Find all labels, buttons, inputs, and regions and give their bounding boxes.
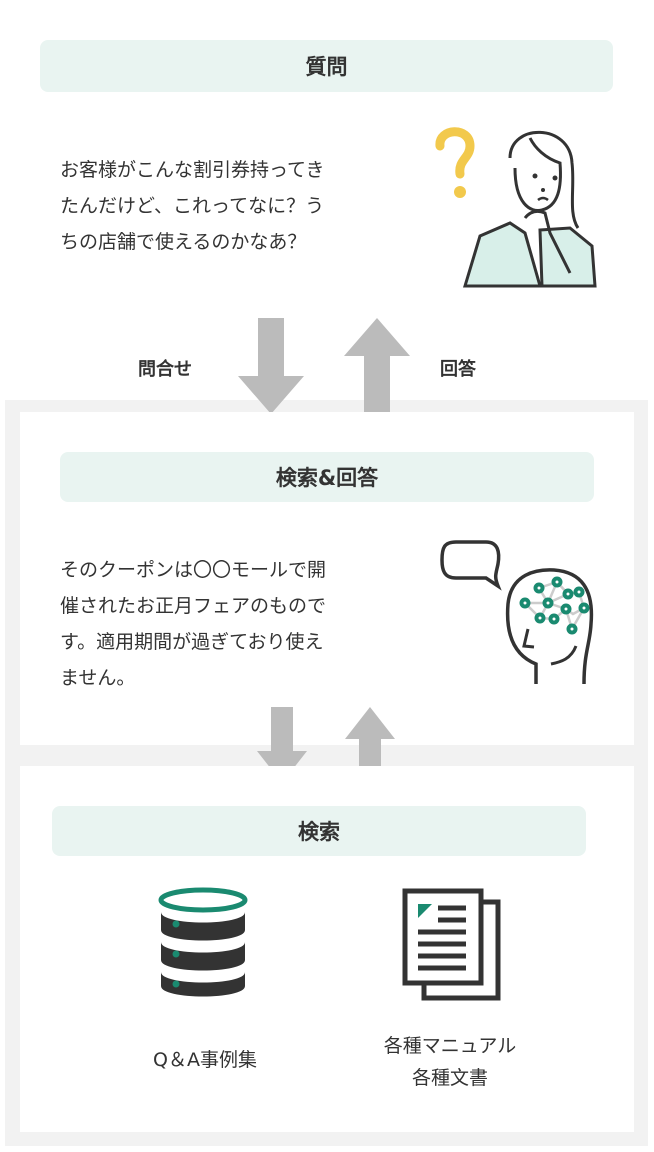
confused-woman-illustration [435,127,597,288]
down-arrow-icon [257,707,307,783]
qa-source-label: Q＆A事例集 [100,1044,310,1076]
manual-label: 各種マニュアル [383,1035,517,1057]
inquiry-label: 問合せ [138,359,192,380]
down-arrow-icon [238,318,304,414]
search-answer-title: 検索&回答 [275,466,379,490]
database-icon [158,887,248,997]
ai-head-illustration [440,540,594,685]
question-line: お客様がこんな割引券持ってき [60,159,325,181]
answer-line: 催されたお正月フェアのもので [60,595,327,617]
documents-label: 各種文書 [411,1067,488,1089]
question-title: 質問 [305,55,348,79]
up-arrow-icon [344,318,410,414]
answer-line: そのクーポンは〇〇モールで開 [60,559,327,581]
search-answer-header: 検索&回答 [60,452,594,502]
answer-line: ません。 [60,667,136,689]
question-line: ちの店舗で使えるのかなあ？ [60,231,307,253]
answer-label: 回答 [440,359,476,380]
up-arrow-icon [345,707,395,783]
search-header: 検索 [52,806,586,856]
question-line: たんだけど、これってなに？う [60,195,325,217]
qa-label: Q＆A事例集 [153,1049,257,1071]
manual-source-label: 各種マニュアル 各種文書 [345,1030,555,1094]
question-text: お客様がこんな割引券持ってき たんだけど、これってなに？う ちの店舗で使えるのか… [60,152,324,260]
answer-text: そのクーポンは〇〇モールで開 催されたお正月フェアのもので す。適用期間が過ぎて… [60,552,326,696]
search-title: 検索 [298,820,340,844]
question-header: 質問 [40,40,613,92]
answer-line: す。適用期間が過ぎており使え [60,631,324,653]
documents-icon [402,888,501,1001]
